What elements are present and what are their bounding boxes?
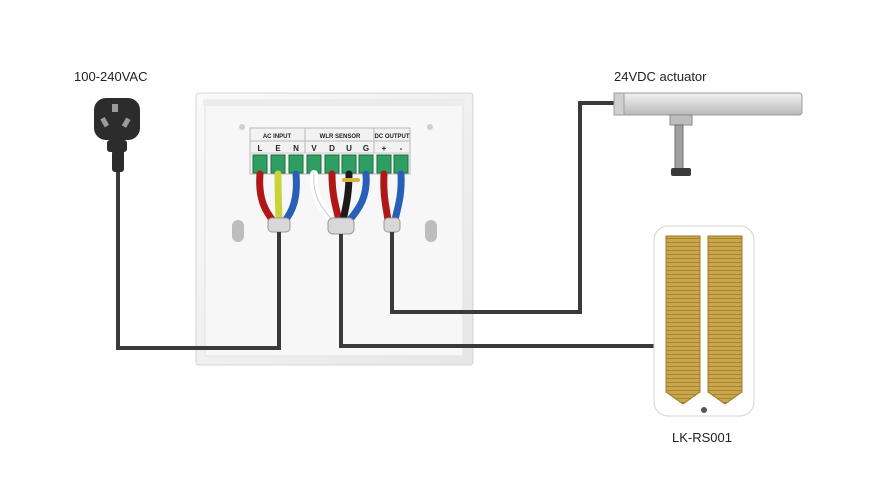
terminal-label-l: L	[258, 144, 263, 153]
terminal-label-v: V	[311, 144, 317, 153]
terminal-label-u: U	[346, 144, 352, 153]
terminal-l	[252, 154, 268, 174]
terminal-d	[324, 154, 340, 174]
actuator-icon	[613, 92, 803, 176]
power-plug-icon	[94, 98, 140, 172]
rain-sensor-icon	[653, 225, 755, 417]
sensor-wires	[309, 170, 370, 235]
terminal-minus	[393, 154, 409, 174]
terminal-u	[341, 154, 357, 174]
group-label-ac-input: AC INPUT	[263, 134, 292, 140]
terminal-block: AC INPUT WLR SENSOR DC OUTPUT L E N V D …	[249, 127, 411, 175]
power-cable	[116, 172, 281, 350]
group-label-wlr-sensor: WLR SENSOR	[320, 134, 361, 140]
terminal-label-d: D	[329, 144, 335, 153]
terminal-e	[270, 154, 286, 174]
mounting-hole-right	[425, 220, 437, 242]
mounting-hole-left	[232, 220, 244, 242]
terminal-plus	[376, 154, 392, 174]
terminal-label-minus: -	[400, 144, 403, 153]
terminal-label-e: E	[275, 144, 281, 153]
power-label: 100-240VAC	[74, 69, 147, 84]
terminal-label-n: N	[293, 144, 299, 153]
sensor-cable	[339, 234, 654, 348]
terminal-label-g: G	[363, 144, 369, 153]
actuator-cable	[390, 101, 616, 314]
dc-output-wires	[380, 170, 405, 233]
terminal-label-plus: +	[382, 144, 387, 153]
terminal-g	[358, 154, 374, 174]
group-label-dc-output: DC OUTPUT	[375, 134, 410, 140]
ac-input-wires	[256, 170, 300, 233]
sensor-label: LK-RS001	[672, 430, 732, 445]
screw-hole-right	[427, 124, 433, 130]
actuator-label: 24VDC actuator	[614, 69, 707, 84]
screw-hole-left	[239, 124, 245, 130]
terminal-n	[288, 154, 304, 174]
